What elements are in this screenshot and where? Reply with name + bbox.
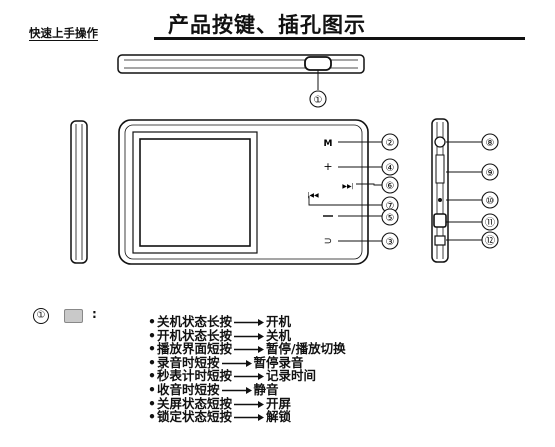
device-front-view: M + ▶▶| |◀◀ ⊃ ② ④ ⑥ ⑦ ⑤ ③ bbox=[118, 119, 399, 265]
card-slot bbox=[434, 235, 446, 246]
callout-5: ⑤ bbox=[386, 213, 395, 224]
callout-4: ④ bbox=[386, 163, 395, 174]
list-item: •收音时短按静音 bbox=[148, 381, 279, 397]
callout-1: ① bbox=[314, 95, 323, 106]
list-item: •关屏状态短按开屏 bbox=[148, 395, 292, 411]
list-item: •录音时短按暂停录音 bbox=[148, 354, 304, 370]
mic-hole bbox=[438, 198, 442, 202]
callout-11: ⑪ bbox=[485, 217, 495, 229]
return-button: ⊃ bbox=[324, 236, 332, 247]
device-diagram: ① M + ▶▶| |◀◀ ⊃ ② ④ ⑥ ⑦ ⑤ bbox=[70, 54, 499, 265]
callout-2: ② bbox=[386, 138, 395, 149]
power-switch bbox=[304, 56, 332, 71]
callout-7: ⑦ bbox=[386, 201, 395, 212]
hold-switch bbox=[433, 213, 447, 228]
power-colon: : bbox=[92, 307, 97, 321]
callout-9: ⑨ bbox=[486, 168, 495, 179]
title-rule bbox=[154, 37, 525, 40]
power-key-icon bbox=[64, 309, 83, 323]
callout-12: ⑫ bbox=[485, 235, 495, 247]
page-title: 产品按键、插孔图示 bbox=[168, 13, 366, 37]
section-label: 快速上手操作 bbox=[29, 26, 98, 41]
usb-port bbox=[435, 154, 445, 184]
callout-8: ⑧ bbox=[486, 138, 495, 149]
screen bbox=[139, 138, 251, 247]
list-item: •播放界面短按暂停/播放切换 bbox=[148, 341, 346, 357]
m-button: M bbox=[324, 139, 333, 149]
device-top-view: ① bbox=[117, 54, 365, 108]
plus-button: + bbox=[323, 160, 332, 173]
next-button: ▶▶| bbox=[342, 183, 353, 190]
callout-10: ⑩ bbox=[486, 196, 495, 207]
callout-6: ⑥ bbox=[386, 181, 395, 192]
device-left-side-view bbox=[70, 120, 88, 264]
list-item: •秒表计时短按记录时间 bbox=[148, 368, 317, 384]
list-item: •开机状态长按关机 bbox=[148, 327, 292, 343]
earphone-jack bbox=[434, 136, 446, 148]
list-item: •关机状态长按开机 bbox=[148, 314, 292, 329]
device-right-side-view: ⑧ ⑨ ⑩ ⑪ ⑫ bbox=[431, 118, 499, 263]
screen-bezel bbox=[132, 131, 258, 254]
list-item: •锁定状态短按解锁 bbox=[148, 409, 292, 425]
callout-3: ③ bbox=[386, 237, 395, 248]
prev-button: |◀◀ bbox=[307, 192, 319, 199]
power-callout-number: ① bbox=[33, 308, 49, 324]
power-key-functions: •关机状态长按开机 •开机状态长按关机 •播放界面短按暂停/播放切换 •录音时短… bbox=[148, 315, 346, 424]
